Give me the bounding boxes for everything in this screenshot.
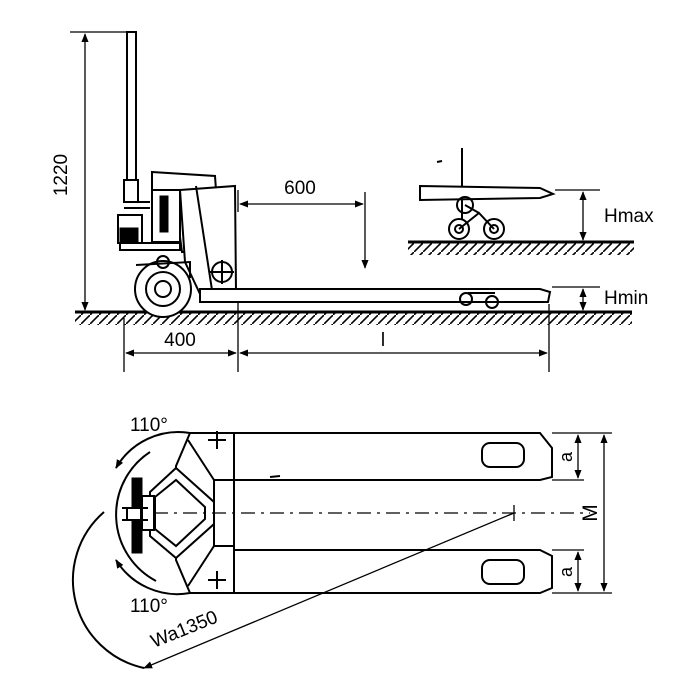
- dim-load-center: 600: [237, 178, 369, 269]
- dim-load-center-label: 600: [284, 178, 316, 199]
- dim-hmax: Hmax: [555, 189, 654, 241]
- dim-hmin-label: Hmin: [604, 288, 648, 309]
- dim-overall-width-label: M: [579, 504, 602, 522]
- angle-bottom-label: 110°: [130, 596, 168, 617]
- chassis: [178, 184, 238, 296]
- dim-height: 1220: [51, 31, 127, 311]
- raised-fork-view: [408, 148, 634, 255]
- dim-fork-width-lower: a: [552, 549, 612, 594]
- dim-fork-width-upper-label: a: [556, 451, 576, 462]
- fork-top-lower: [233, 549, 553, 594]
- side-view: 1220 400 l 600 Hmax: [51, 31, 654, 372]
- dim-height-label: 1220: [51, 154, 72, 196]
- swing-arcs: 110° 110°: [115, 415, 191, 617]
- steering-wheel: [134, 255, 192, 318]
- fork-top-upper: [233, 432, 553, 481]
- dim-fork-length: l: [239, 304, 550, 372]
- dim-hmin: Hmin: [552, 286, 648, 311]
- dim-hmax-label: Hmax: [604, 206, 654, 227]
- dim-handle-depth-label: 400: [164, 330, 196, 351]
- dim-overall-width: M: [579, 434, 608, 592]
- top-view: 110° 110° Wa1350 a a: [71, 415, 612, 669]
- handle-top: [122, 477, 155, 554]
- dim-handle-depth: 400: [123, 302, 239, 372]
- tiller-handle: [123, 31, 139, 203]
- dim-fork-length-label: l: [381, 330, 385, 351]
- dim-fork-width-lower-label: a: [556, 566, 576, 577]
- fork: [199, 288, 552, 309]
- angle-top-label: 110°: [130, 415, 168, 436]
- dim-fork-width-upper: a: [552, 432, 612, 481]
